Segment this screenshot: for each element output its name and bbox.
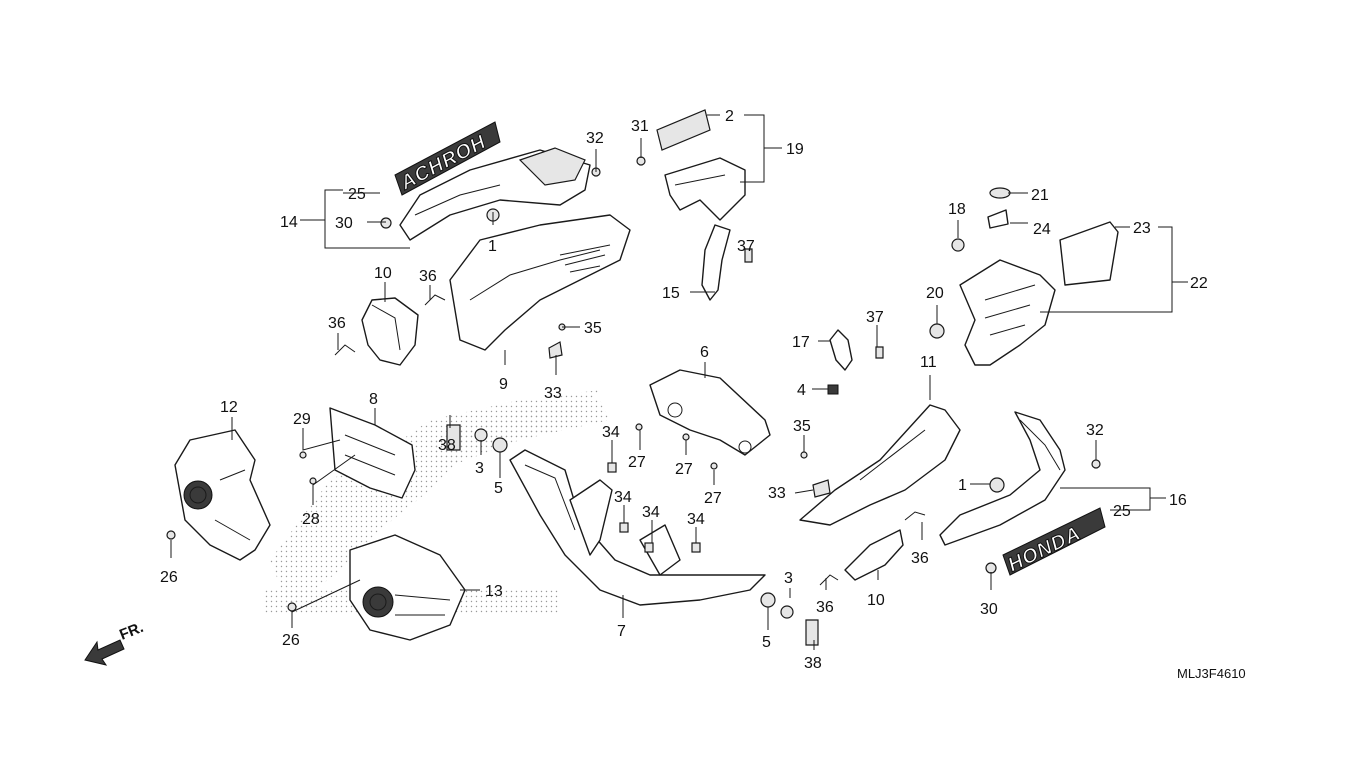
part-16-right-lower-cowl[interactable] xyxy=(939,411,1066,546)
callout-9: 9 xyxy=(499,376,508,393)
callout-7: 7 xyxy=(617,623,626,640)
front-direction-indicator: FR. xyxy=(84,619,146,666)
callout-24: 24 xyxy=(1033,221,1051,238)
part-11-right-inner-cowl[interactable] xyxy=(799,404,961,526)
callout-1: 1 xyxy=(958,477,967,494)
callout-34: 34 xyxy=(602,424,620,441)
callout-28: 28 xyxy=(302,511,320,528)
part-19-upper-cover[interactable] xyxy=(656,109,746,221)
callout-14: 14 xyxy=(280,214,298,231)
part-10-left-panel[interactable] xyxy=(361,297,419,366)
callout-36: 36 xyxy=(419,268,437,285)
callout-32: 32 xyxy=(1086,422,1104,439)
callout-27: 27 xyxy=(628,454,646,471)
callout-37: 37 xyxy=(737,238,755,255)
callout-26: 26 xyxy=(160,569,178,586)
callout-13: 13 xyxy=(485,583,503,600)
callout-35: 35 xyxy=(584,320,602,337)
callout-26: 26 xyxy=(282,632,300,649)
callout-34: 34 xyxy=(687,511,705,528)
callout-5: 5 xyxy=(494,480,503,497)
callout-27: 27 xyxy=(704,490,722,507)
callout-36: 36 xyxy=(911,550,929,567)
callout-29: 29 xyxy=(293,411,311,428)
callout-6: 6 xyxy=(700,344,709,361)
callout-20: 20 xyxy=(926,285,944,302)
part-22-right-upper-cowl[interactable] xyxy=(929,187,1119,366)
callout-21: 21 xyxy=(1031,187,1049,204)
callout-12: 12 xyxy=(220,399,238,416)
part-17-stay[interactable] xyxy=(827,329,853,395)
callout-30: 30 xyxy=(335,215,353,232)
callout-labels: 25 14 30 32 1 31 2 19 37 15 35 9 33 10 3… xyxy=(160,108,1208,672)
callout-25: 25 xyxy=(1113,503,1131,520)
callout-33: 33 xyxy=(768,485,786,502)
callout-1: 1 xyxy=(488,238,497,255)
callout-3: 3 xyxy=(475,460,484,477)
callout-31: 31 xyxy=(631,118,649,135)
callout-36: 36 xyxy=(816,599,834,616)
callout-10: 10 xyxy=(867,592,885,609)
callout-5: 5 xyxy=(762,634,771,651)
callout-36: 36 xyxy=(328,315,346,332)
callout-4: 4 xyxy=(797,382,806,399)
front-indicator-label: FR. xyxy=(117,619,146,644)
callout-37: 37 xyxy=(866,309,884,326)
callout-15: 15 xyxy=(662,285,680,302)
callout-18: 18 xyxy=(948,201,966,218)
part-8-inner-panel[interactable] xyxy=(329,407,416,499)
callout-17: 17 xyxy=(792,334,810,351)
callout-10: 10 xyxy=(374,265,392,282)
callout-34: 34 xyxy=(614,489,632,506)
part-7-lower-center-cowl[interactable] xyxy=(509,449,766,606)
callout-38: 38 xyxy=(438,437,456,454)
callout-16: 16 xyxy=(1169,492,1187,509)
part-10-right-panel[interactable] xyxy=(844,529,904,581)
part-12-left-side-cover[interactable] xyxy=(174,429,271,561)
part-6-upper-inner-bracket[interactable] xyxy=(649,369,771,456)
diagram-code: MLJ3F4610 xyxy=(1177,666,1246,681)
part-left-upper-cowl[interactable] xyxy=(399,147,631,351)
hardware-grommets xyxy=(166,156,1101,646)
callout-33: 33 xyxy=(544,385,562,402)
callout-3: 3 xyxy=(784,570,793,587)
callout-23: 23 xyxy=(1133,220,1151,237)
callout-11: 11 xyxy=(920,354,937,371)
callout-38: 38 xyxy=(804,655,822,672)
callout-30: 30 xyxy=(980,601,998,618)
callout-27: 27 xyxy=(675,461,693,478)
callout-35: 35 xyxy=(793,418,811,435)
callout-22: 22 xyxy=(1190,275,1208,292)
callout-2: 2 xyxy=(725,108,734,125)
part-15-bracket[interactable] xyxy=(701,224,731,301)
callout-19: 19 xyxy=(786,141,804,158)
callout-8: 8 xyxy=(369,391,378,408)
callout-32: 32 xyxy=(586,130,604,147)
part-13-headlight-cowl[interactable] xyxy=(349,534,466,641)
callout-25: 25 xyxy=(348,186,366,203)
right-emblem-decal: HONDA xyxy=(1002,507,1106,577)
leader-lines xyxy=(170,114,1188,650)
callout-34: 34 xyxy=(642,504,660,521)
